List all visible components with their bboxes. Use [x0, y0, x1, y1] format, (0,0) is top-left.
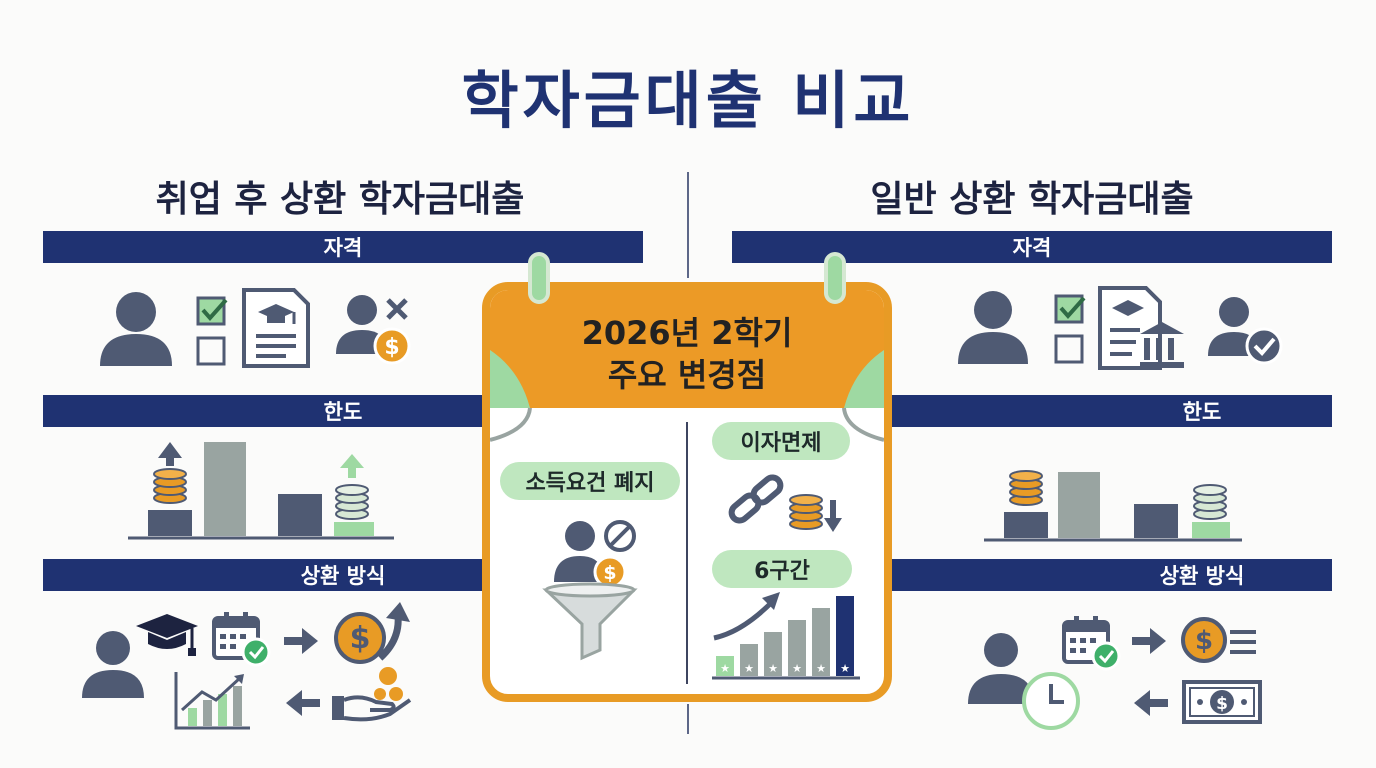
coin-stack-icon-right — [1009, 470, 1043, 506]
right-limit-bar-chart-icon — [984, 470, 1242, 542]
step-bars-icon: ★ ★ ★ ★ ★ ★ — [712, 592, 860, 680]
left-column-heading: 취업 후 상환 학자금대출 — [155, 179, 525, 220]
person-icon-repay — [82, 631, 144, 698]
svg-text:$: $ — [384, 335, 399, 360]
calendar-title-line2: 주요 변경점 — [607, 356, 767, 394]
diploma-document-icon — [242, 288, 310, 368]
svg-text:$: $ — [350, 621, 371, 656]
left-section-label-repayment: 상환 방식 — [300, 564, 386, 588]
calendar-curl-decoration — [490, 350, 884, 442]
left-section-bar-limit: 한도 — [43, 395, 483, 427]
checkbox-checked-icon-right — [1054, 294, 1086, 324]
person-icon-right-repay — [968, 633, 1034, 704]
left-section-bar-qualification: 자격 — [43, 231, 643, 263]
coin-stack-green-icon — [335, 484, 369, 520]
svg-text:$: $ — [603, 562, 616, 584]
broken-chain-icon — [728, 474, 784, 524]
right-section-bar-repayment: 상환 방식 — [892, 559, 1332, 591]
graduation-cap-icon — [136, 614, 198, 656]
growth-chart-icon — [174, 672, 250, 730]
badge-income-requirement-removed: 소득요건 폐지 — [500, 462, 680, 500]
calendar-inner-divider — [686, 422, 688, 684]
calendar-check-icon — [212, 612, 271, 667]
left-section-label-qualification: 자격 — [323, 236, 363, 260]
coin-stack-icon — [153, 468, 187, 504]
calendar-header — [490, 290, 884, 408]
arrow-left-icon-right — [1134, 690, 1168, 716]
svg-text:★: ★ — [840, 662, 850, 675]
svg-text:$: $ — [1216, 694, 1228, 714]
right-section-label-limit: 한도 — [1182, 400, 1222, 424]
checkbox-empty-icon-right — [1054, 334, 1084, 364]
calendar-title: 2026년 2학기 주요 변경점 — [490, 312, 884, 396]
checkbox-checked-icon — [196, 296, 228, 326]
right-section-bar-qualification: 자격 — [732, 231, 1332, 263]
hand-coins-icon — [332, 667, 412, 722]
arrow-right-icon-right — [1132, 628, 1166, 654]
arrow-down-icon — [824, 500, 842, 532]
person-icon-right — [958, 291, 1028, 364]
coin-stack-icon-center — [789, 494, 823, 530]
column-divider-bottom — [687, 704, 689, 734]
arrow-left-icon — [286, 690, 320, 716]
calendar-ring-right — [824, 252, 846, 304]
person-icon — [100, 292, 172, 366]
left-section-bar-repayment: 상환 방식 — [43, 559, 483, 591]
calendar-check-icon-right — [1062, 616, 1121, 671]
left-limit-bar-chart-icon — [128, 442, 394, 540]
calendar-ring-left — [528, 252, 550, 304]
badge-interest-exemption: 이자면제 — [712, 422, 850, 460]
dollar-coin-arrow-icon: $ — [334, 602, 410, 664]
right-section-bar-limit: 한도 — [892, 395, 1332, 427]
badge-six-brackets: 6구간 — [712, 550, 852, 588]
coin-stack-green-icon-right — [1193, 484, 1227, 520]
svg-text:★: ★ — [768, 662, 778, 675]
funnel-person-icon: $ — [542, 520, 638, 661]
arrow-right-icon — [284, 628, 318, 654]
right-column-heading: 일반 상환 학자금대출 — [870, 179, 1194, 220]
calendar-title-line1: 2026년 2학기 — [581, 314, 793, 352]
checkbox-empty-icon — [196, 336, 226, 366]
right-section-label-qualification: 자격 — [1012, 236, 1052, 260]
svg-text:★: ★ — [792, 662, 802, 675]
bank-document-icon — [1098, 286, 1184, 370]
page-title: 학자금대출 비교 — [461, 64, 915, 137]
banknote-icon: $ — [1182, 680, 1262, 724]
svg-text:★: ★ — [720, 662, 730, 675]
person-check-icon — [1208, 297, 1283, 365]
svg-text:★: ★ — [744, 662, 754, 675]
svg-text:★: ★ — [816, 662, 826, 675]
broken-chain-coin-icon — [728, 474, 842, 532]
svg-text:$: $ — [1195, 626, 1213, 656]
left-section-label-limit: 한도 — [323, 400, 363, 424]
person-x-coin-icon: $ — [336, 295, 411, 365]
clock-icon — [1022, 672, 1080, 730]
dollar-coin-lines-icon: $ — [1181, 617, 1256, 663]
column-divider-top — [687, 172, 689, 278]
right-section-label-repayment: 상환 방식 — [1159, 564, 1245, 588]
